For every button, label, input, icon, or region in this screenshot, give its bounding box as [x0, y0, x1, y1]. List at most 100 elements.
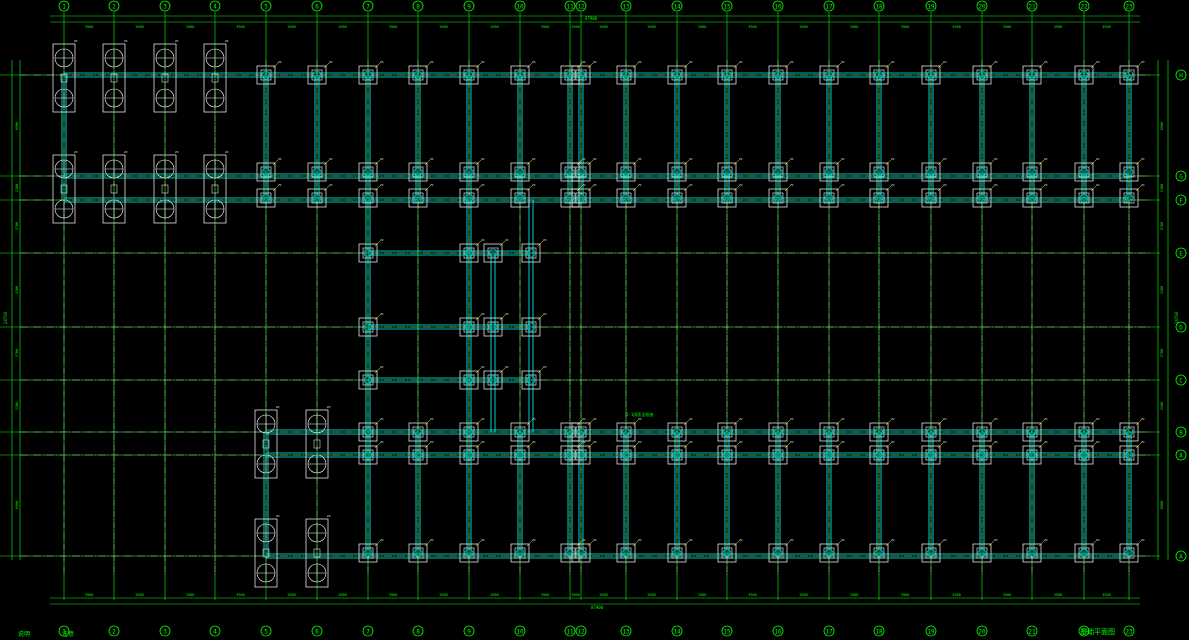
- twin-footing-top-0: [52, 43, 76, 113]
- footing-F-8: [616, 188, 636, 208]
- footing-A-14-pile: [1027, 548, 1037, 558]
- footing-A-16-inner: [1123, 547, 1135, 559]
- footing-A1-0: [358, 445, 378, 465]
- footing-B-1-inner: [412, 426, 424, 438]
- footing-A1-7-tag: ZJ: [689, 440, 693, 444]
- footing-A1-14: [1022, 445, 1042, 465]
- axis-bubble-label-top-7: 7: [366, 4, 370, 11]
- axis-bubble-bottom-7: [362, 625, 374, 637]
- footing-A-11-leader: [885, 540, 892, 547]
- footing-A-6-leader: [632, 540, 639, 547]
- footing-A-7-tag: ZJ: [689, 538, 693, 542]
- footing-H-1-leader: [323, 62, 330, 69]
- footing-H-1-inner: [311, 69, 323, 81]
- footing-H-4: [459, 65, 479, 85]
- footing-G-11: [768, 162, 788, 182]
- left-overall-dimension: 24700: [3, 311, 8, 324]
- footing-B-9-inner: [772, 426, 784, 438]
- footing-F-7-pile: [576, 193, 586, 203]
- footing-H-0-tag: ZJ: [278, 60, 282, 64]
- footing-G-6-inner: [564, 166, 576, 178]
- dim-text-top-18: 3900: [952, 25, 960, 29]
- footing-A1-1-tag: ZJ: [430, 440, 434, 444]
- footing-H-15-pile: [977, 70, 987, 80]
- axis-bubble-bottom-4: [209, 625, 221, 637]
- axis-bubble-label-bottom-13: 13: [622, 629, 630, 636]
- footing-B-13-pile: [977, 427, 987, 437]
- footing-G-2: [358, 162, 378, 182]
- footing-B-4-inner: [564, 426, 576, 438]
- axis-bubble-label-top-12: 12: [577, 4, 585, 11]
- footing-F-11: [768, 188, 788, 208]
- footing-A1-11-tag: ZJ: [891, 440, 895, 444]
- footing-mid-11: [521, 370, 541, 390]
- footing-F-13-pile: [874, 193, 884, 203]
- dim-text-top-0: 3900: [85, 25, 93, 29]
- axis-bubble-top-16: [772, 0, 784, 12]
- axis-bubble-top-6: [311, 0, 323, 12]
- footing-A-16: [1119, 543, 1139, 563]
- footing-H-15-leader: [988, 62, 995, 69]
- row-bubble-right-4: [1175, 321, 1187, 333]
- footing-A1-3-inner: [514, 449, 526, 461]
- footing-H-4-pile: [464, 70, 474, 80]
- axis-bubble-label-bottom-23: 23: [1125, 629, 1133, 636]
- footing-A1-6-tag: ZJ: [638, 440, 642, 444]
- footing-G-1-pile: [312, 167, 322, 177]
- dim-text-bottom-10: 3900: [571, 593, 579, 597]
- axis-bubble-label-top-17: 17: [825, 4, 833, 11]
- footing-H-16-pile: [1027, 70, 1037, 80]
- footing-B-2-tag: ZJ: [481, 417, 485, 421]
- footing-B-12: [921, 422, 941, 442]
- footing-H-6-tag: ZJ: [582, 60, 586, 64]
- footing-H-13-pile: [874, 70, 884, 80]
- dim-text-right-5: 2100: [1160, 402, 1164, 410]
- footing-F-3-pile: [413, 193, 423, 203]
- footing-G-10-leader: [733, 159, 740, 166]
- dim-text-right-0: 6900: [1160, 122, 1164, 130]
- footing-A1-6-inner: [620, 449, 632, 461]
- dim-text-top-10: 3900: [571, 25, 579, 29]
- footing-F-8-tag: ZJ: [638, 183, 642, 187]
- footing-G-2-inner: [362, 166, 374, 178]
- footing-B-12-inner: [925, 426, 937, 438]
- axis-bubble-label-top-6: 6: [315, 4, 319, 11]
- footing-G-0-leader: [272, 159, 279, 166]
- footing-F-5-tag: ZJ: [532, 183, 536, 187]
- footing-B-0-inner: [362, 426, 374, 438]
- row-bubble-right-5: [1175, 374, 1187, 386]
- axis-bubble-top-12: [575, 0, 587, 12]
- footing-H-2-pile: [363, 70, 373, 80]
- footing-F-4: [459, 188, 479, 208]
- footing-G-18-tag: ZJ: [1141, 157, 1145, 161]
- footing-B-13-leader: [988, 419, 995, 426]
- footing-G-13-inner: [873, 166, 885, 178]
- footing-F-2-tag: ZJ: [380, 183, 384, 187]
- footing-A1-3-leader: [526, 442, 533, 449]
- footing-H-0-inner: [260, 69, 272, 81]
- footing-mid-5-pile: [464, 322, 474, 332]
- footing-G-13-pile: [874, 167, 884, 177]
- foundation-beams: [61, 72, 1132, 559]
- axis-bubble-bottom-2: [108, 625, 120, 637]
- footing-A-15-leader: [1090, 540, 1097, 547]
- footing-F-2-inner: [362, 192, 374, 204]
- footing-B-3-pile: [515, 427, 525, 437]
- axis-bubble-bottom-13: [620, 625, 632, 637]
- footing-G-11-leader: [784, 159, 791, 166]
- footing-A-13: [972, 543, 992, 563]
- footing-mid-0-leader: [374, 240, 381, 247]
- footing-A1-7: [667, 445, 687, 465]
- footing-B-4-leader: [576, 419, 583, 426]
- footing-F-18-pile: [1124, 193, 1134, 203]
- footing-G-6-pile: [565, 167, 575, 177]
- footing-F-11-inner: [772, 192, 784, 204]
- footing-mid-10: [483, 370, 503, 390]
- axis-bubble-top-10: [514, 0, 526, 12]
- footing-H-11-inner: [772, 69, 784, 81]
- dim-text-top-20: 3900: [1054, 25, 1062, 29]
- footing-F-6-leader: [576, 185, 583, 192]
- footing-A-3: [510, 543, 530, 563]
- footing-A1-3: [510, 445, 530, 465]
- footing-A-5-inner: [575, 547, 587, 559]
